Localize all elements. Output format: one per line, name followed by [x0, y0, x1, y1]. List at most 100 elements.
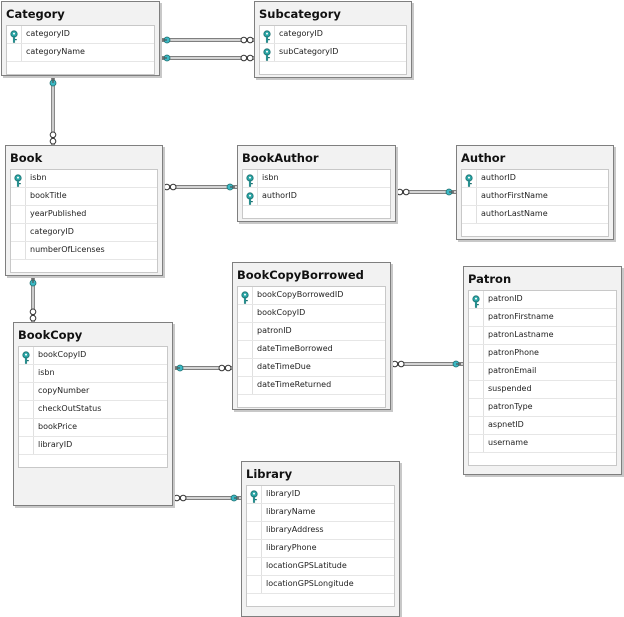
row-selector[interactable]: [238, 341, 253, 358]
column-row[interactable]: locationGPSLongitude: [247, 576, 394, 594]
column-row[interactable]: dateTimeDue: [238, 359, 385, 377]
row-selector[interactable]: [19, 401, 34, 418]
column-row[interactable]: yearPublished: [11, 206, 157, 224]
column-row[interactable]: patronLastname: [469, 327, 616, 345]
row-selector[interactable]: [247, 486, 262, 503]
row-selector[interactable]: [247, 540, 262, 557]
column-row[interactable]: bookCopyID: [19, 347, 167, 365]
column-row[interactable]: suspended: [469, 381, 616, 399]
row-selector[interactable]: [462, 170, 477, 187]
column-row[interactable]: numberOfLicenses: [11, 242, 157, 260]
column-row[interactable]: bookCopyBorrowedID: [238, 287, 385, 305]
row-selector[interactable]: [243, 188, 258, 205]
column-row[interactable]: checkOutStatus: [19, 401, 167, 419]
row-selector[interactable]: [469, 345, 484, 362]
row-selector[interactable]: [238, 359, 253, 376]
row-selector[interactable]: [462, 206, 477, 223]
column-row[interactable]: patronType: [469, 399, 616, 417]
column-row[interactable]: authorID: [243, 188, 390, 206]
column-row[interactable]: aspnetID: [469, 417, 616, 435]
column-row[interactable]: libraryAddress: [247, 522, 394, 540]
table-title-library: Library: [246, 467, 293, 481]
column-row[interactable]: categoryID: [7, 26, 154, 44]
row-selector[interactable]: [11, 224, 26, 241]
column-name: locationGPSLatitude: [266, 561, 347, 570]
many-end-infinity-icon: [391, 360, 399, 368]
row-selector[interactable]: [469, 309, 484, 326]
row-selector[interactable]: [469, 291, 484, 308]
column-row[interactable]: copyNumber: [19, 383, 167, 401]
column-row[interactable]: authorLastName: [462, 206, 608, 224]
column-name: yearPublished: [30, 209, 87, 218]
row-selector[interactable]: [469, 399, 484, 416]
column-row[interactable]: categoryID: [260, 26, 406, 44]
row-selector[interactable]: [11, 242, 26, 259]
many-end-infinity-icon: [169, 183, 177, 191]
row-selector[interactable]: [469, 363, 484, 380]
column-row[interactable]: dateTimeBorrowed: [238, 341, 385, 359]
column-row[interactable]: categoryID: [11, 224, 157, 242]
row-selector[interactable]: [462, 188, 477, 205]
column-row[interactable]: bookPrice: [19, 419, 167, 437]
row-selector[interactable]: [19, 383, 34, 400]
row-selector[interactable]: [247, 504, 262, 521]
row-selector[interactable]: [19, 419, 34, 436]
row-selector[interactable]: [260, 26, 275, 43]
row-selector[interactable]: [238, 287, 253, 304]
row-selector[interactable]: [247, 558, 262, 575]
column-row[interactable]: isbn: [243, 170, 390, 188]
row-selector[interactable]: [19, 437, 34, 454]
column-row[interactable]: patronID: [238, 323, 385, 341]
row-selector[interactable]: [238, 323, 253, 340]
column-row[interactable]: bookTitle: [11, 188, 157, 206]
row-selector[interactable]: [469, 435, 484, 452]
column-row[interactable]: isbn: [11, 170, 157, 188]
column-row[interactable]: categoryName: [7, 44, 154, 62]
row-selector[interactable]: [19, 365, 34, 382]
column-name: patronFirstname: [488, 312, 554, 321]
column-row[interactable]: dateTimeReturned: [238, 377, 385, 395]
row-selector[interactable]: [469, 381, 484, 398]
column-row[interactable]: authorFirstName: [462, 188, 608, 206]
column-row[interactable]: patronFirstname: [469, 309, 616, 327]
row-selector[interactable]: [11, 188, 26, 205]
column-name: bookCopyBorrowedID: [257, 290, 344, 299]
column-row[interactable]: libraryID: [247, 486, 394, 504]
row-selector[interactable]: [247, 576, 262, 593]
row-selector[interactable]: [7, 26, 22, 43]
column-row[interactable]: isbn: [19, 365, 167, 383]
row-selector[interactable]: [19, 347, 34, 364]
column-row[interactable]: libraryPhone: [247, 540, 394, 558]
column-row[interactable]: subCategoryID: [260, 44, 406, 62]
row-selector[interactable]: [469, 417, 484, 434]
row-selector[interactable]: [238, 377, 253, 394]
row-selector[interactable]: [243, 170, 258, 187]
table-title-category: Category: [6, 7, 65, 21]
row-selector[interactable]: [469, 327, 484, 344]
column-row[interactable]: authorID: [462, 170, 608, 188]
column-row[interactable]: patronPhone: [469, 345, 616, 363]
column-row[interactable]: patronEmail: [469, 363, 616, 381]
row-selector[interactable]: [238, 305, 253, 322]
row-selector[interactable]: [247, 522, 262, 539]
column-row[interactable]: username: [469, 435, 616, 453]
column-row[interactable]: patronID: [469, 291, 616, 309]
row-selector[interactable]: [7, 44, 22, 61]
many-end-infinity-icon: [29, 308, 37, 316]
row-selector[interactable]: [260, 44, 275, 61]
row-selector[interactable]: [11, 206, 26, 223]
column-row[interactable]: libraryName: [247, 504, 394, 522]
column-row[interactable]: libraryID: [19, 437, 167, 455]
column-row[interactable]: locationGPSLatitude: [247, 558, 394, 576]
column-row[interactable]: bookCopyID: [238, 305, 385, 323]
row-selector[interactable]: [11, 170, 26, 187]
